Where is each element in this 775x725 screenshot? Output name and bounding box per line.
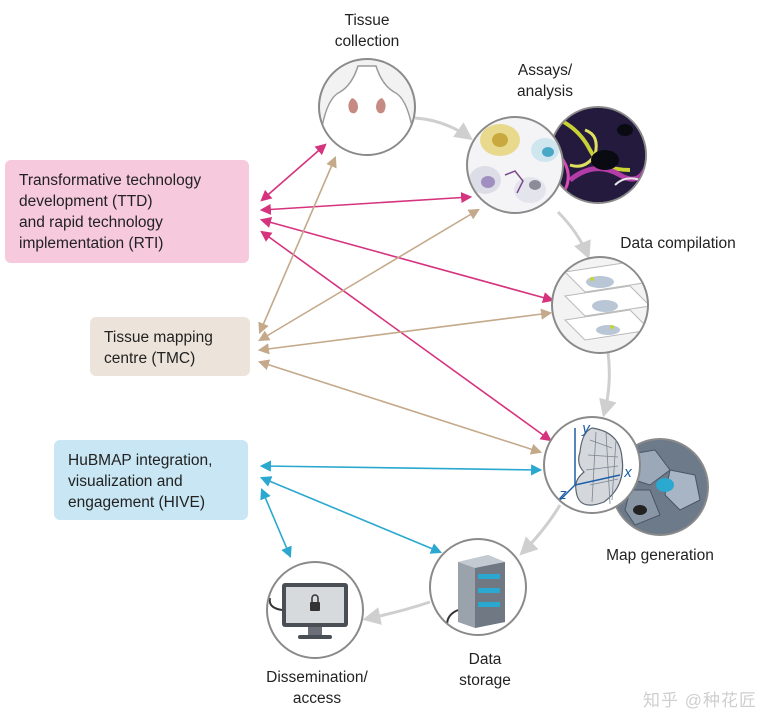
hive-dissemination-arrow bbox=[260, 487, 292, 559]
ttd-compilation-arrow bbox=[259, 216, 555, 304]
tmc-line-1: Tissue mapping bbox=[104, 329, 213, 346]
hive-arrows bbox=[259, 460, 543, 559]
dissemination-label-line-2: access bbox=[292, 690, 342, 707]
axis-z-label: z bbox=[559, 486, 567, 503]
data-storage-label: Data storage bbox=[445, 649, 525, 691]
tissue-label-line-2: collection bbox=[334, 33, 400, 50]
tmc-box: Tissue mapping centre (TMC) bbox=[90, 317, 250, 376]
cycle-arrow-compilation-mapgen bbox=[599, 351, 617, 418]
cells-icon bbox=[466, 116, 564, 214]
microscopy-image-icon bbox=[549, 106, 647, 204]
tissue-label-line-1: Tissue bbox=[344, 12, 390, 29]
hive-line-1: HuBMAP integration, bbox=[68, 452, 213, 469]
ttd-tissue-arrow bbox=[260, 143, 327, 202]
assays-label-line-2: analysis bbox=[517, 83, 573, 100]
ttd-assays-arrow bbox=[259, 191, 473, 216]
tissue-collection-label: Tissue collection bbox=[312, 10, 422, 52]
tmc-arrows bbox=[257, 155, 553, 455]
assays-analysis-label: Assays/ analysis bbox=[495, 60, 595, 102]
layered-slides-icon bbox=[551, 256, 649, 354]
tmc-assays-arrow bbox=[258, 208, 480, 342]
hive-storage-arrow bbox=[259, 476, 443, 554]
cycle-arrow-mapgen-storage bbox=[519, 504, 562, 556]
server-icon bbox=[429, 538, 527, 636]
axis-x-label: x bbox=[624, 464, 632, 481]
cycle-arrows bbox=[362, 116, 617, 625]
ttd-rti-box: Transformative technology development (T… bbox=[5, 160, 249, 263]
hive-line-3: engagement (HIVE) bbox=[68, 494, 205, 511]
storage-label-line-1: Data bbox=[468, 651, 502, 668]
ttd-line-1: Transformative technology bbox=[19, 172, 202, 189]
map-generation-label: Map generation bbox=[590, 545, 730, 566]
data-compilation-label: Data compilation bbox=[603, 233, 753, 254]
cycle-arrow-assays-compilation bbox=[556, 210, 591, 260]
ttd-line-2: development (TTD) bbox=[19, 193, 153, 210]
monitor-lock-icon bbox=[266, 561, 364, 659]
tmc-line-2: centre (TMC) bbox=[104, 350, 196, 367]
cycle-arrow-tissue-assays bbox=[414, 116, 473, 141]
cycle-arrow-storage-dissemination bbox=[362, 600, 431, 625]
axis-y-label: y bbox=[582, 420, 590, 437]
mapgen-label-line-1: Map generation bbox=[606, 547, 714, 564]
tmc-tissue-arrow bbox=[258, 155, 337, 335]
ttd-line-3: and rapid technology bbox=[19, 214, 163, 231]
storage-label-line-2: storage bbox=[459, 672, 511, 689]
ttd-line-4: implementation (RTI) bbox=[19, 235, 164, 252]
watermark: 知乎 @种花匠 bbox=[643, 691, 757, 710]
hive-mapgen-arrow bbox=[259, 460, 543, 476]
tmc-compilation-arrow bbox=[257, 308, 553, 355]
kidney-mesh-icon bbox=[543, 416, 641, 514]
hive-line-2: visualization and bbox=[68, 473, 183, 490]
torso-kidney-icon bbox=[318, 58, 416, 156]
dissemination-access-label: Dissemination/ access bbox=[252, 667, 382, 709]
tmc-mapgen-arrow bbox=[257, 359, 543, 455]
hive-box: HuBMAP integration, visualization and en… bbox=[54, 440, 248, 520]
assays-label-line-1: Assays/ bbox=[517, 62, 573, 79]
compilation-label-line-1: Data compilation bbox=[620, 235, 736, 252]
dissemination-label-line-1: Dissemination/ bbox=[266, 669, 368, 686]
